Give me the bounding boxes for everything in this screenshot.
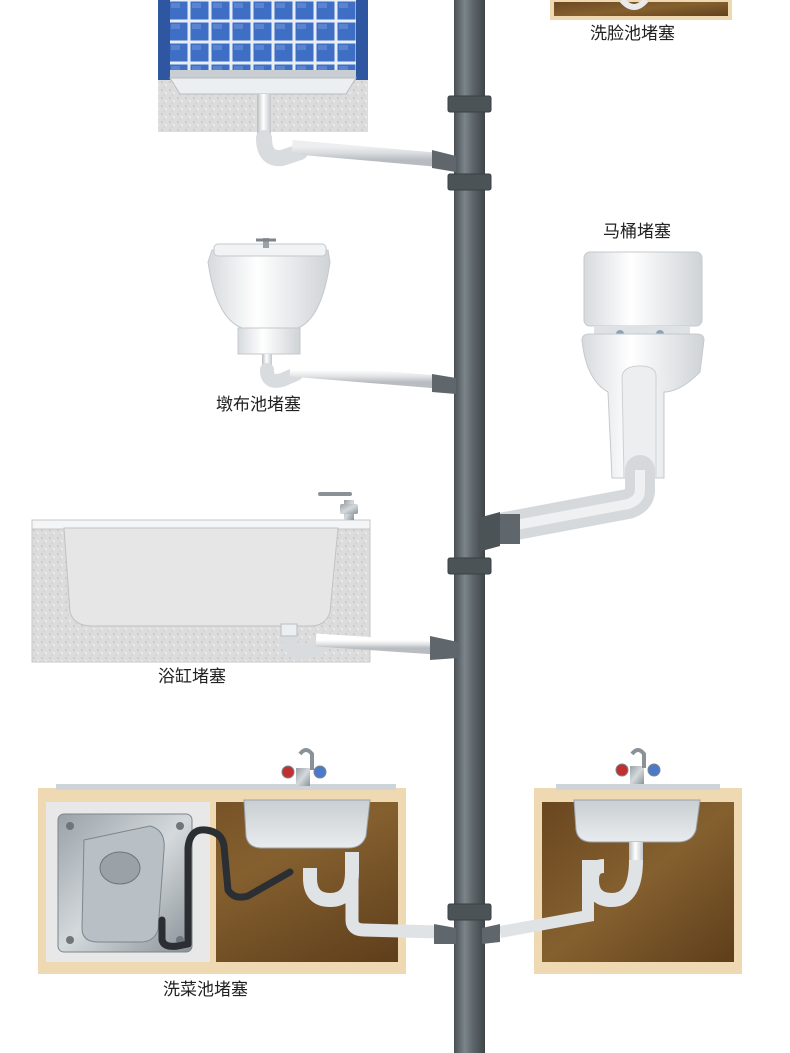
bathtub-icon [318,492,358,520]
face-sink-label: 洗脸池堵塞 [590,24,675,44]
mop-sink-label: 墩布池堵塞 [216,395,301,415]
sink-icon [243,748,371,849]
toilet-icon [581,251,705,479]
sink-icon [573,748,701,843]
washing-machine-icon [57,813,193,953]
right-sink-cabinet [482,748,742,974]
kitchen-sink-label: 洗菜池堵塞 [163,980,248,1000]
faucet-icon [256,238,276,248]
top-sink-drain [256,94,456,172]
mop-sink [207,238,456,394]
face-sink [550,0,732,20]
toilet-label: 马桶堵塞 [603,222,671,242]
kitchen-cabinet [38,748,456,974]
bathtub [31,492,458,663]
toilet [478,251,705,552]
bathtub-label: 浴缸堵塞 [158,667,226,687]
